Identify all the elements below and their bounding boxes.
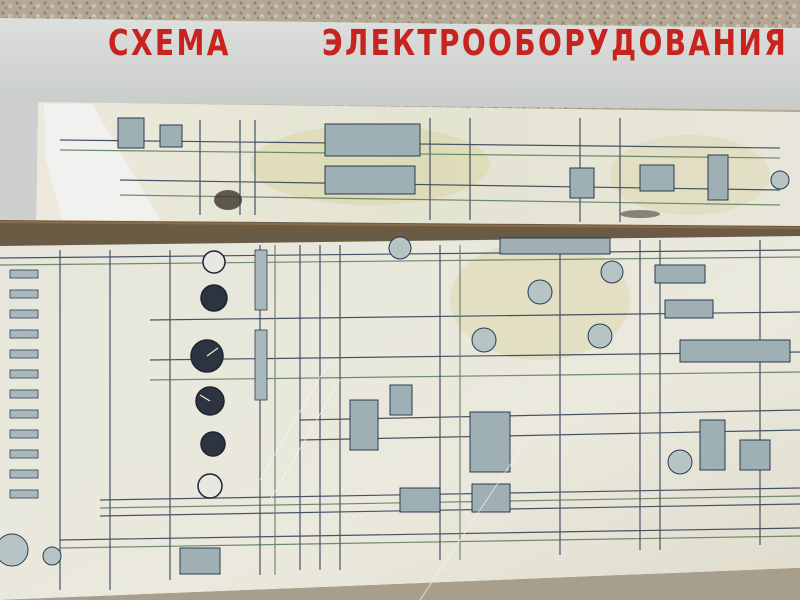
fuse-block-icon	[9, 249, 268, 499]
gauge-icon	[190, 250, 228, 499]
lamp-icon	[0, 170, 790, 567]
sign-title-word-2: ЭЛЕКТРООБОРУДОВАНИЯ	[322, 23, 789, 64]
seam-edge	[0, 221, 800, 229]
sign-title-word-1: СХЕМА	[108, 23, 231, 64]
board-left-margin	[0, 102, 38, 222]
burn-mark	[214, 190, 242, 210]
board-top	[0, 18, 800, 110]
component-blocks	[117, 117, 791, 575]
dirt-mark	[620, 210, 660, 218]
torn-paper-patch	[44, 104, 160, 220]
stain	[610, 135, 770, 215]
board-bottom-edge	[0, 568, 800, 600]
scratches	[259, 359, 521, 600]
wiring-diagram-icon	[0, 118, 800, 590]
